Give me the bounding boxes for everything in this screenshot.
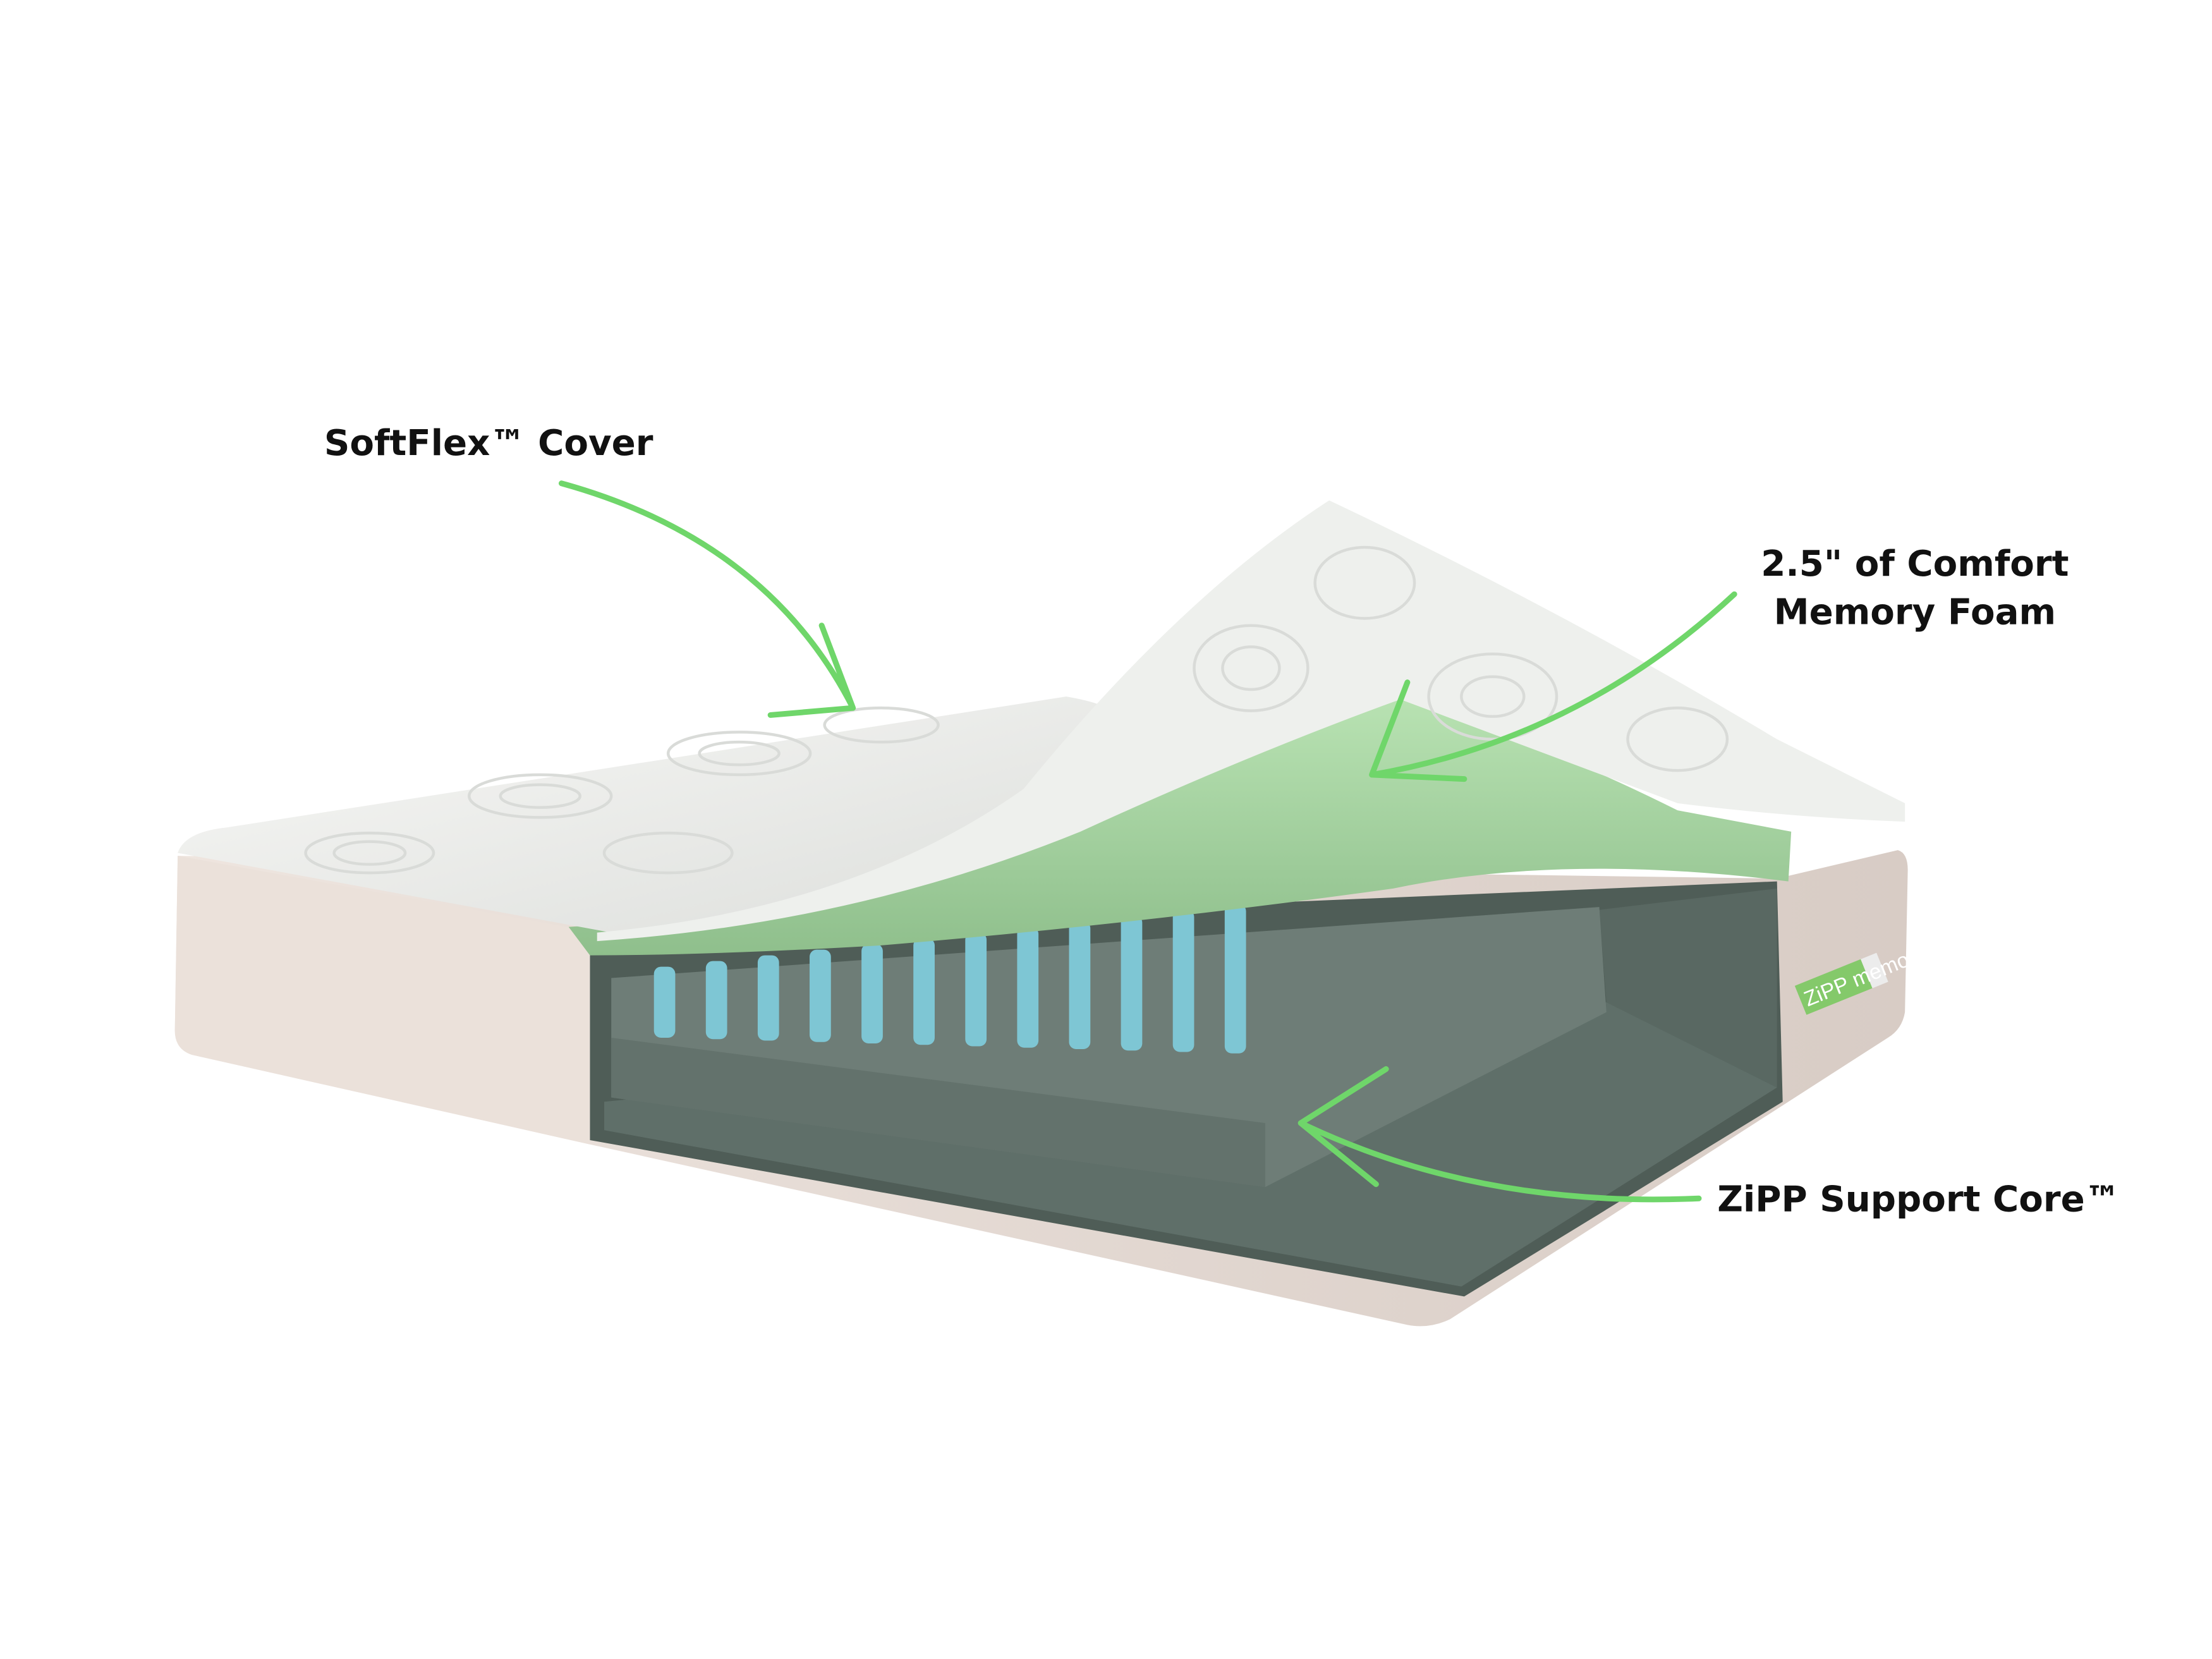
support-core-front	[611, 1038, 1265, 1188]
support-core-ribs	[653, 904, 1246, 1054]
support-core-rib	[1121, 915, 1143, 1051]
core-arrow	[1297, 1066, 1702, 1203]
label-foam-line2: Memory Foam	[1774, 592, 2056, 633]
support-core-rib	[1224, 904, 1246, 1054]
support-core-rib	[653, 966, 676, 1038]
label-foam-line1: 2.5" of Comfort	[1761, 544, 2069, 585]
label-softflex-cover: SoftFlex™ Cover	[324, 423, 653, 464]
support-core-rib	[705, 961, 727, 1040]
shell-side-face	[174, 856, 590, 1145]
support-core-rib	[1017, 927, 1039, 1048]
cover-swirl-pattern	[304, 545, 1729, 875]
support-core-rib	[1172, 909, 1194, 1052]
support-core-rib	[913, 938, 935, 1045]
support-core-rib	[1069, 921, 1091, 1050]
support-core-rib	[757, 955, 779, 1041]
support-core-rib	[861, 944, 883, 1044]
cover-arrow	[558, 480, 856, 718]
label-support-core: ZiPP Support Core™	[1717, 1179, 2120, 1220]
support-core-rib	[965, 932, 987, 1047]
softflex-cover-lifted	[597, 500, 1905, 942]
foam-arrow	[1369, 591, 1737, 782]
support-core-rib	[810, 949, 831, 1042]
interior-back-wall	[1599, 888, 1777, 1088]
